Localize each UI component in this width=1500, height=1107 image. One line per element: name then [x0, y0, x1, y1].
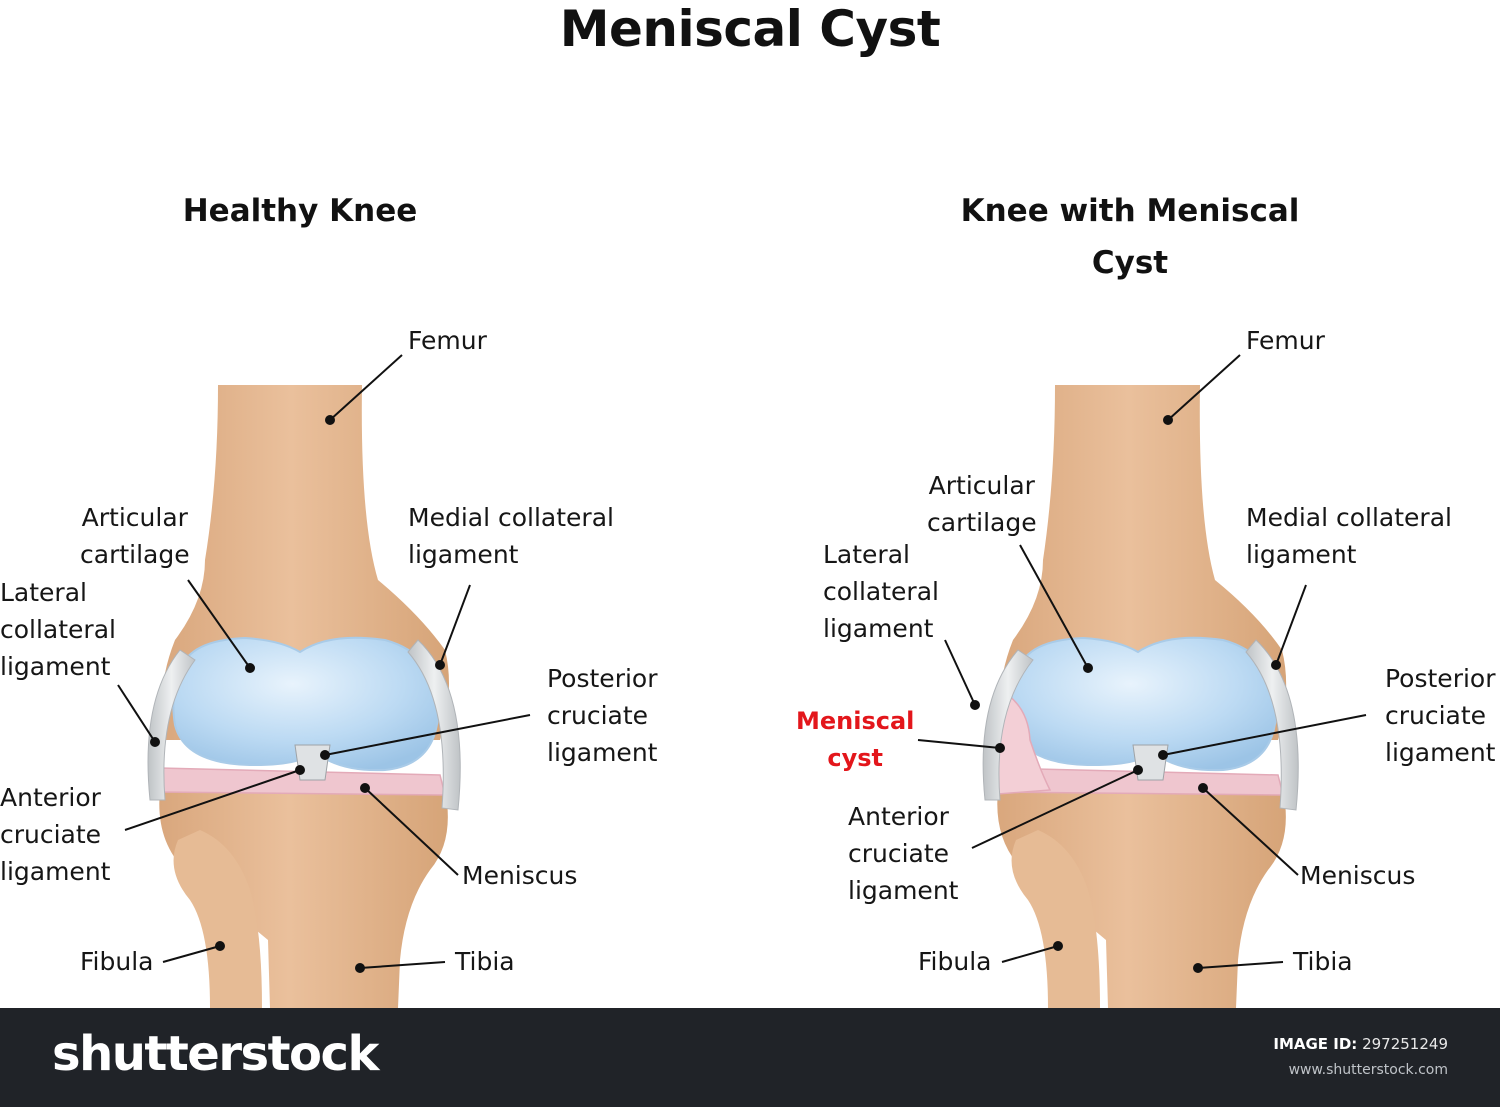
lateral-collateral-ligament-shape — [147, 649, 196, 801]
label-fibula: Fibula — [918, 947, 992, 976]
label-femur: Femur — [1246, 326, 1325, 355]
articular-cartilage-shape — [1010, 636, 1278, 772]
image-id-label: IMAGE ID: — [1273, 1035, 1358, 1053]
site-url: www.shutterstock.com — [1288, 1062, 1448, 1078]
label-fibula: Fibula — [80, 947, 154, 976]
label-medial-collateral-ligament: Medial collateral ligament — [1246, 503, 1452, 569]
lateral-collateral-ligament-shape — [982, 649, 1034, 801]
page-title: Meniscal Cyst — [559, 0, 941, 58]
label-tibia: Tibia — [455, 947, 515, 976]
label-anterior-cruciate-ligament: Anterior cruciate ligament — [0, 783, 111, 886]
healthy-knee-subtitle: Healthy Knee — [182, 193, 418, 229]
label-tibia: Tibia — [1293, 947, 1353, 976]
healthy-knee-illustration — [147, 385, 461, 1008]
label-meniscal-cyst: Meniscal cyst — [796, 707, 915, 772]
label-articular-cartilage: Articular cartilage — [80, 503, 190, 569]
footer-bar: shutterstock IMAGE ID: 297251249 www.shu… — [0, 1008, 1500, 1107]
label-medial-collateral-ligament: Medial collateral ligament — [408, 503, 614, 569]
medial-collateral-ligament-shape — [1245, 639, 1299, 811]
fibula-bone — [1011, 830, 1100, 1008]
label-anterior-cruciate-ligament: Anterior cruciate ligament — [848, 802, 959, 905]
cyst-knee-leader-lines — [917, 354, 1367, 973]
label-posterior-cruciate-ligament: Posterior cruciate ligament — [547, 664, 658, 767]
label-lateral-collateral-ligament: Lateral collateral ligament — [823, 540, 939, 643]
fibula-bone — [173, 830, 262, 1008]
cyst-knee-subtitle: Knee with Meniscal Cyst — [960, 193, 1300, 281]
label-articular-cartilage: Articular cartilage — [927, 471, 1037, 537]
label-posterior-cruciate-ligament: Posterior cruciate ligament — [1385, 664, 1496, 767]
image-id-value: 297251249 — [1362, 1035, 1448, 1053]
cyst-knee-illustration — [982, 385, 1299, 1008]
healthy-knee-leader-lines — [117, 354, 531, 973]
medial-collateral-ligament-shape — [407, 639, 461, 811]
tibia-bone — [997, 790, 1286, 1008]
label-meniscus: Meniscus — [462, 861, 578, 890]
articular-cartilage-shape — [172, 636, 440, 772]
brand-logo: shutterstock — [52, 1026, 379, 1082]
label-femur: Femur — [408, 326, 487, 355]
tibia-bone — [159, 790, 448, 1008]
label-lateral-collateral-ligament: Lateral collateral ligament — [0, 578, 116, 681]
label-meniscus: Meniscus — [1300, 861, 1416, 890]
image-id: IMAGE ID: 297251249 — [1273, 1035, 1448, 1053]
